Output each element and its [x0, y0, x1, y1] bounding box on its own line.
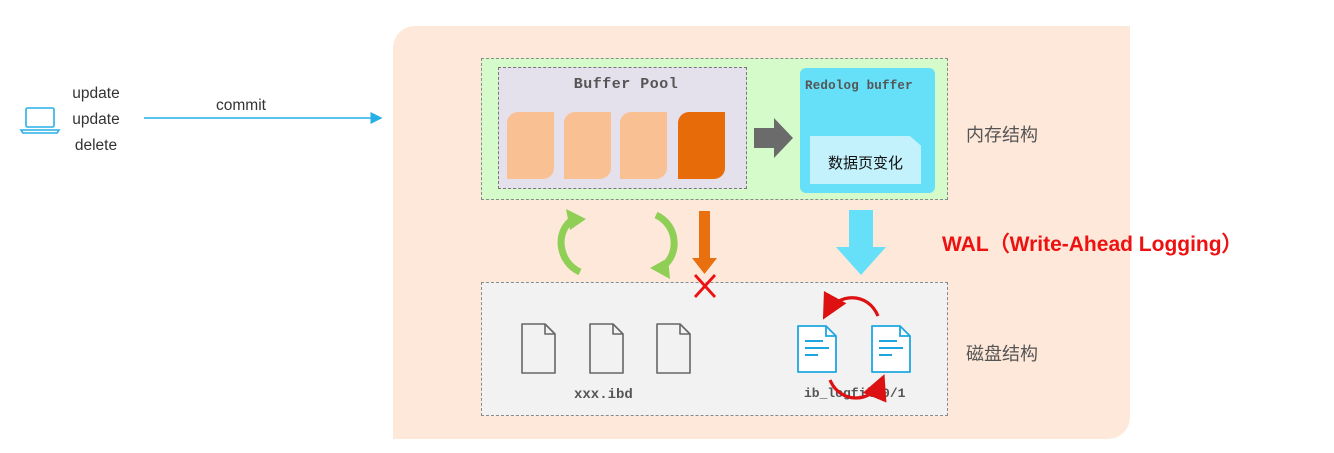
operation-update: update — [72, 111, 120, 128]
redo-flush-arrow — [836, 210, 886, 275]
commit-label: commit — [216, 97, 266, 114]
ibd-file-icon — [589, 323, 624, 374]
operation-update: update — [72, 85, 120, 102]
redolog-entry-label: 数据页变化 — [827, 155, 903, 172]
data-files-label: xxx.ibd — [574, 387, 633, 403]
laptop-icon — [19, 107, 61, 134]
operation-delete: delete — [74, 137, 118, 154]
redolog-buffer-title: Redolog buffer — [805, 79, 913, 93]
ibd-file-icon — [656, 323, 691, 374]
redolog-entry — [810, 136, 921, 184]
disk-structure-label: 磁盘结构 — [966, 344, 1038, 364]
logfile-icon — [797, 325, 837, 373]
buffer-page — [620, 112, 667, 179]
logfile-cycle-arrows — [822, 291, 887, 403]
logfile-icon — [871, 325, 911, 373]
dirty-buffer-page — [678, 112, 725, 179]
memory-structure-label: 内存结构 — [966, 125, 1038, 145]
cross-icon — [693, 274, 717, 298]
ibd-file-icon — [521, 323, 556, 374]
write-redo-arrow — [754, 118, 793, 158]
buffer-pool-title: Buffer Pool — [573, 76, 679, 93]
blocked-flush-arrow — [692, 211, 717, 274]
buffer-page — [507, 112, 554, 179]
wal-label: WAL（Write-Ahead Logging） — [942, 233, 1243, 256]
buffer-page — [564, 112, 611, 179]
